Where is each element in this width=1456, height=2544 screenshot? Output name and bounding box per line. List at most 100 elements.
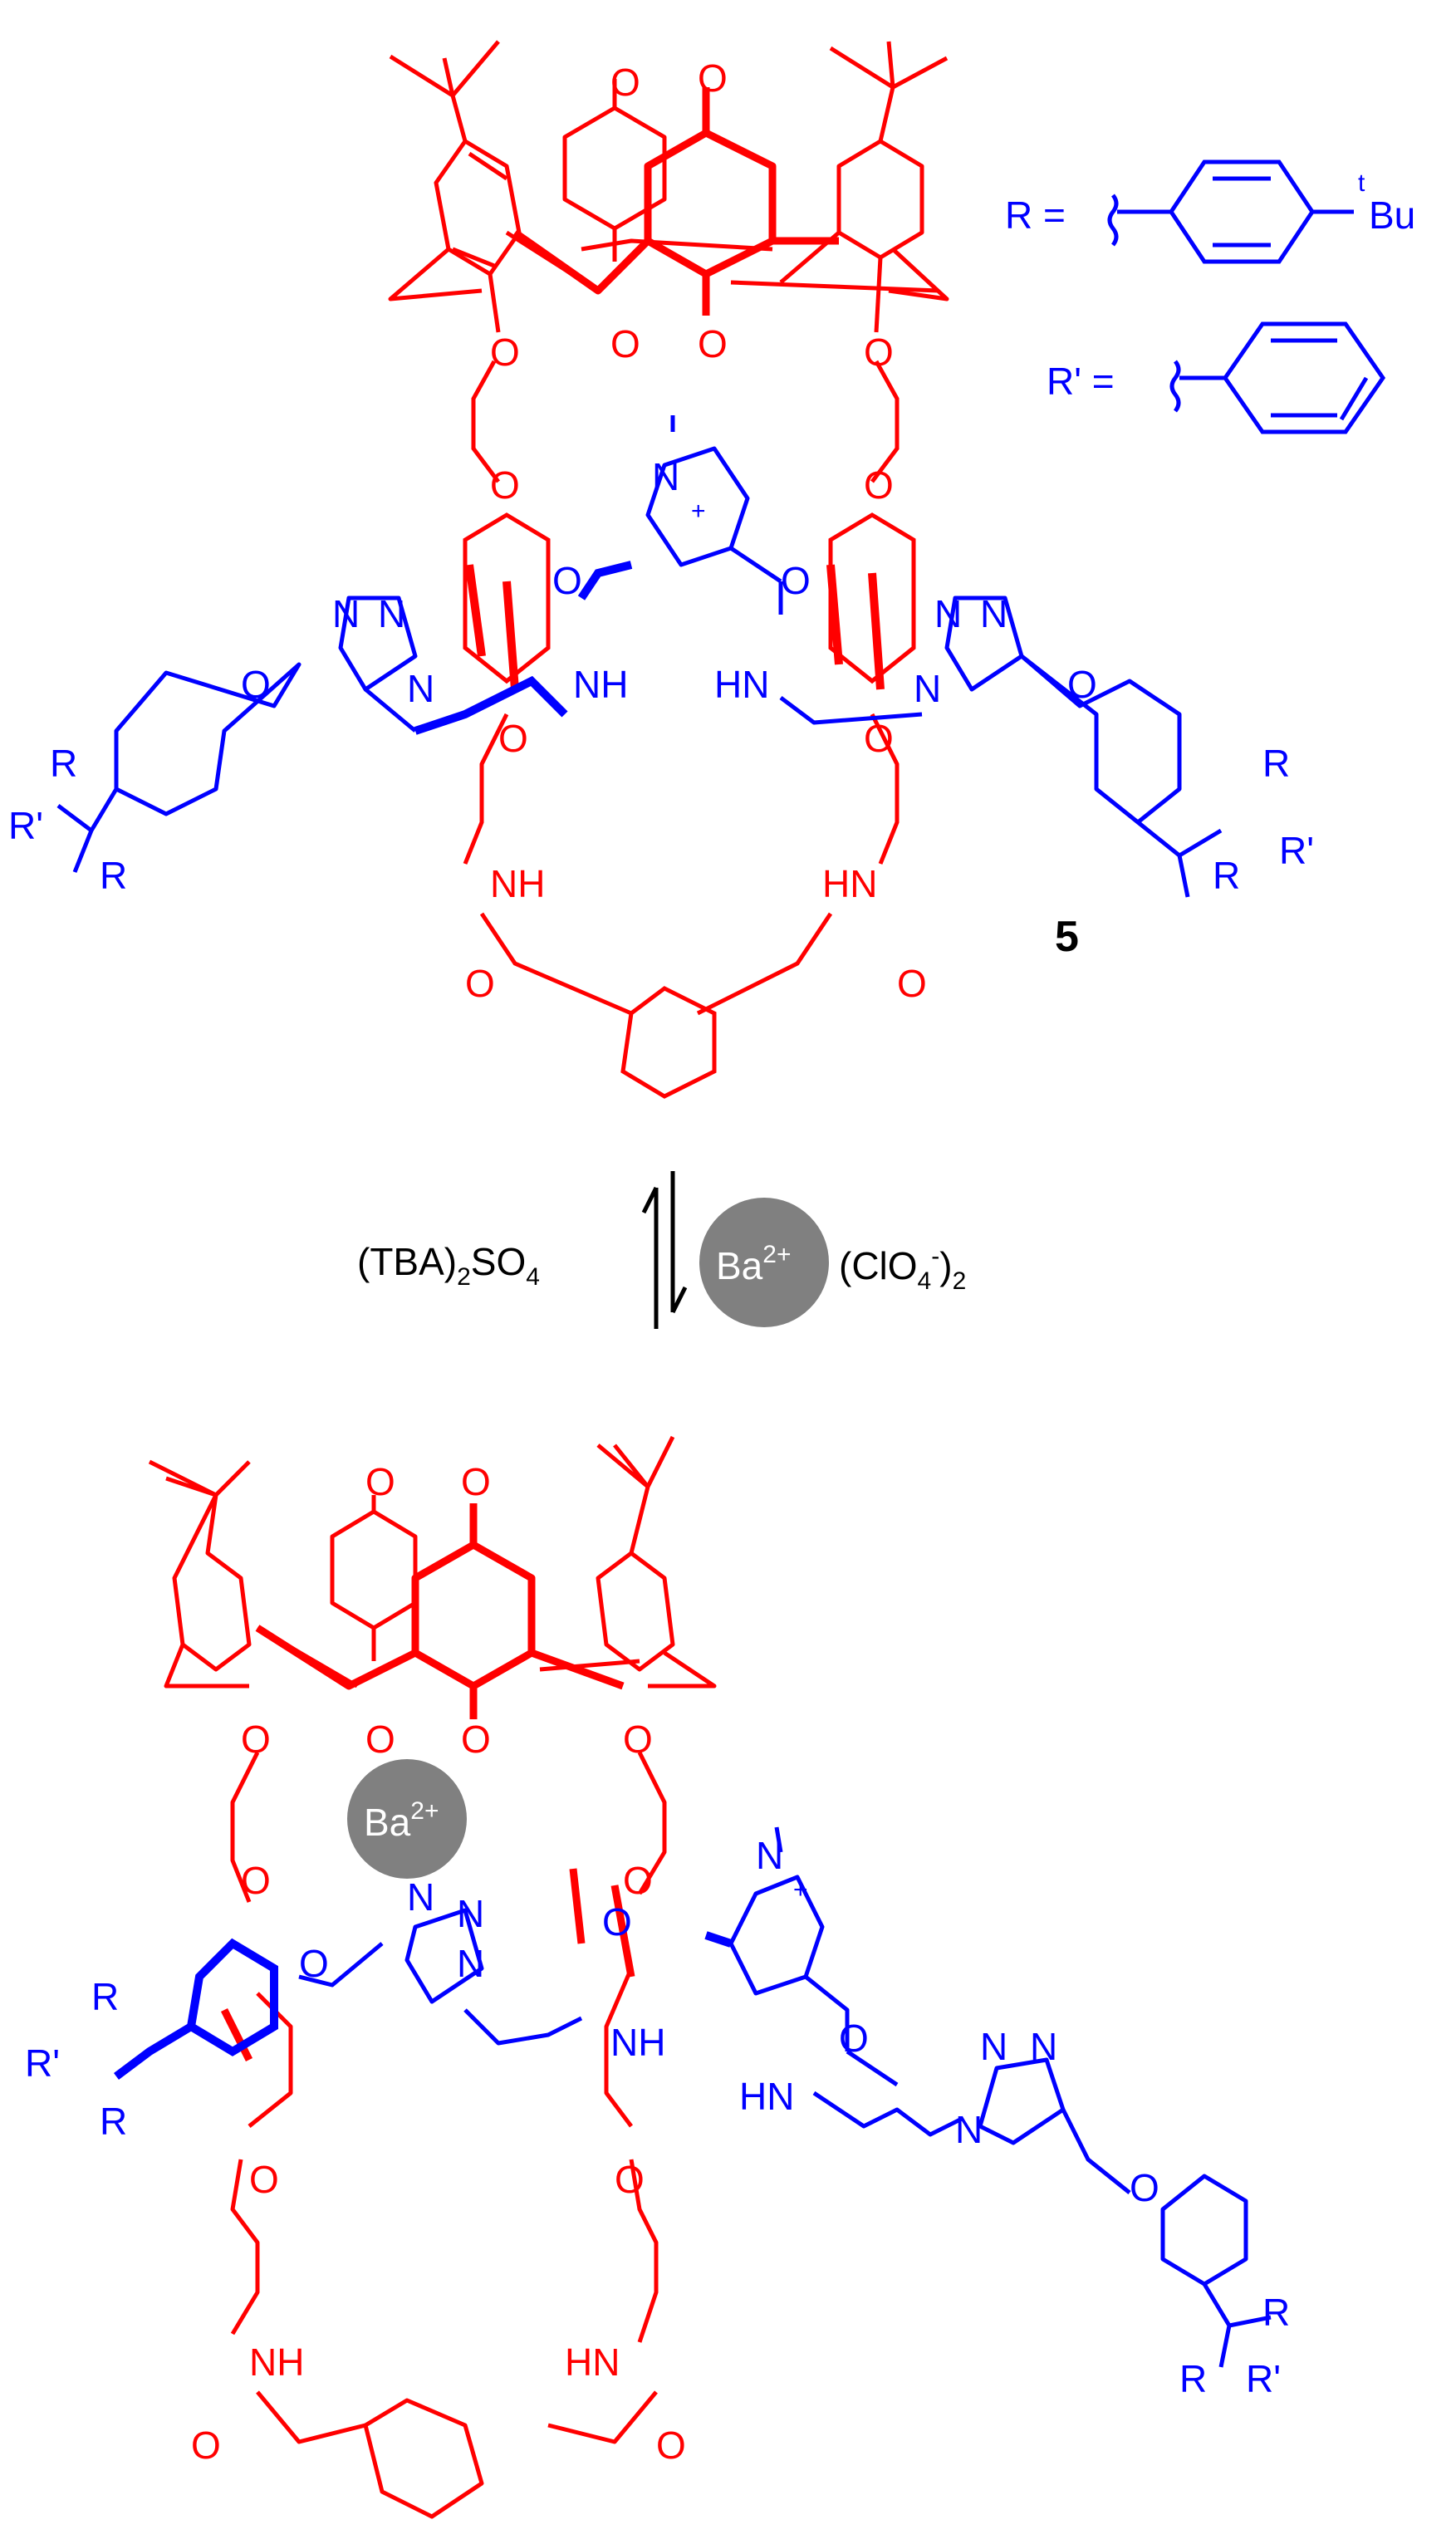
atom-r: R bbox=[1262, 742, 1290, 785]
atom-hn: HN bbox=[565, 2341, 620, 2384]
atom-r: R bbox=[100, 2100, 127, 2143]
atom-o: O bbox=[1067, 663, 1097, 706]
tert-superscript: t bbox=[1358, 169, 1365, 197]
equilibrium-section: (TBA)2SO4 Ba2+ (ClO4-)2 bbox=[357, 1171, 966, 1329]
atom-r: R bbox=[1179, 2357, 1207, 2400]
atom-o: O bbox=[897, 962, 927, 1005]
atom-r-prime: R' bbox=[8, 804, 43, 847]
butyl-label: Bu bbox=[1369, 194, 1415, 237]
top-guest-axle bbox=[56, 415, 1223, 898]
atom-n: N bbox=[652, 455, 679, 498]
top-host-bold-rings bbox=[465, 564, 885, 690]
atom-n: N bbox=[407, 1875, 434, 1919]
atom-n: N bbox=[756, 1834, 783, 1877]
atom-n: N bbox=[457, 1942, 484, 1985]
atom-r-prime: R' bbox=[25, 2042, 60, 2085]
r-substituent-structure bbox=[1107, 159, 1354, 264]
left-reagent: (TBA)2SO4 bbox=[357, 1240, 540, 1291]
r-prime-definition-label: R' = bbox=[1047, 360, 1115, 403]
bottom-atom-labels: O O O O O O O O O O NH HN O O N + O O NH… bbox=[25, 1460, 1290, 2467]
atom-o: O bbox=[623, 1718, 653, 1761]
charge-plus: + bbox=[691, 498, 706, 525]
r-definition-label: R = bbox=[1005, 194, 1066, 237]
atom-o: O bbox=[1130, 2166, 1159, 2209]
atom-r-prime: R' bbox=[1279, 829, 1314, 872]
atom-o: O bbox=[623, 1859, 653, 1902]
atom-o: O bbox=[864, 463, 894, 507]
atom-o: O bbox=[465, 962, 495, 1005]
atom-hn: HN bbox=[714, 663, 769, 706]
equilibrium-arrows bbox=[641, 1171, 688, 1329]
atom-o: O bbox=[365, 1718, 395, 1761]
bottom-front-quinone bbox=[220, 1503, 635, 2062]
top-guest-bold bbox=[414, 561, 633, 735]
atom-n: N bbox=[934, 592, 962, 635]
atom-hn: HN bbox=[739, 2075, 794, 2118]
atom-n: N bbox=[980, 2025, 1007, 2068]
atom-o: O bbox=[461, 1460, 491, 1503]
substituent-legend: R = t Bu R' = bbox=[1005, 159, 1415, 434]
atom-o: O bbox=[241, 1859, 271, 1902]
atom-o: O bbox=[490, 463, 520, 507]
atom-o: O bbox=[864, 331, 894, 374]
atom-r: R bbox=[50, 742, 77, 785]
atom-hn: HN bbox=[822, 862, 877, 905]
atom-r: R bbox=[1262, 2291, 1290, 2334]
atom-n: N bbox=[457, 1892, 484, 1935]
atom-o: O bbox=[299, 1942, 329, 1985]
counterion-label: (ClO4-)2 bbox=[839, 1243, 966, 1295]
atom-o: O bbox=[656, 2424, 686, 2467]
atom-o: O bbox=[781, 559, 811, 602]
bottom-host-calixarene bbox=[148, 1435, 717, 2519]
atom-n: N bbox=[955, 2108, 983, 2151]
atom-o: O bbox=[241, 663, 271, 706]
top-host-calixarene bbox=[388, 40, 949, 333]
reagent-tba: (TBA) bbox=[357, 1240, 457, 1283]
top-front-quinone bbox=[512, 87, 839, 316]
atom-o: O bbox=[498, 717, 528, 760]
svg-text:(TBA)2SO4: (TBA)2SO4 bbox=[357, 1240, 540, 1291]
atom-o: O bbox=[602, 1900, 632, 1944]
bottom-structure: Ba2+ O O O O O O O O O O NH HN O O N + O… bbox=[25, 1435, 1290, 2519]
atom-r: R bbox=[1213, 854, 1240, 897]
atom-o: O bbox=[615, 2158, 645, 2201]
atom-n: N bbox=[1030, 2025, 1057, 2068]
atom-o: O bbox=[839, 2017, 869, 2060]
atom-r: R bbox=[100, 854, 127, 897]
atom-o: O bbox=[698, 56, 728, 100]
atom-o: O bbox=[490, 331, 520, 374]
atom-o: O bbox=[552, 559, 582, 602]
top-host-chains bbox=[463, 360, 916, 1099]
r-prime-phenyl-structure bbox=[1169, 321, 1386, 434]
atom-nh: NH bbox=[610, 2021, 665, 2064]
atom-o: O bbox=[191, 2424, 221, 2467]
compound-number: 5 bbox=[1055, 913, 1079, 961]
atom-o: O bbox=[610, 322, 640, 365]
bottom-guest-bold bbox=[114, 1931, 733, 2080]
atom-n: N bbox=[980, 592, 1007, 635]
atom-o: O bbox=[461, 1718, 491, 1761]
atom-n: N bbox=[914, 667, 941, 710]
atom-n: N bbox=[378, 592, 405, 635]
top-structure: O O O O O O O O O O NH HN O O N + O O NH… bbox=[8, 40, 1314, 1099]
barium-ion-label: Ba2+ bbox=[716, 1241, 791, 1287]
atom-o: O bbox=[698, 322, 728, 365]
reagent-sub-2: 2 bbox=[457, 1263, 471, 1291]
atom-nh: NH bbox=[249, 2341, 304, 2384]
atom-o: O bbox=[365, 1460, 395, 1503]
atom-nh: NH bbox=[573, 663, 628, 706]
atom-o: O bbox=[241, 1718, 271, 1761]
barium-ion-circle bbox=[699, 1198, 829, 1327]
atom-r-prime: R' bbox=[1246, 2357, 1281, 2400]
reagent-so: SO bbox=[471, 1240, 526, 1283]
atom-n: N bbox=[332, 592, 360, 635]
atom-o: O bbox=[864, 717, 894, 760]
bound-barium-ion-label: Ba2+ bbox=[364, 1797, 439, 1844]
atom-o: O bbox=[249, 2158, 279, 2201]
atom-nh: NH bbox=[490, 862, 545, 905]
atom-r: R bbox=[91, 1975, 119, 2018]
reagent-sub-4: 4 bbox=[526, 1263, 540, 1291]
atom-n: N bbox=[407, 667, 434, 710]
top-atom-labels: O O O O O O O O O O NH HN O O N + O O NH… bbox=[8, 56, 1314, 1005]
